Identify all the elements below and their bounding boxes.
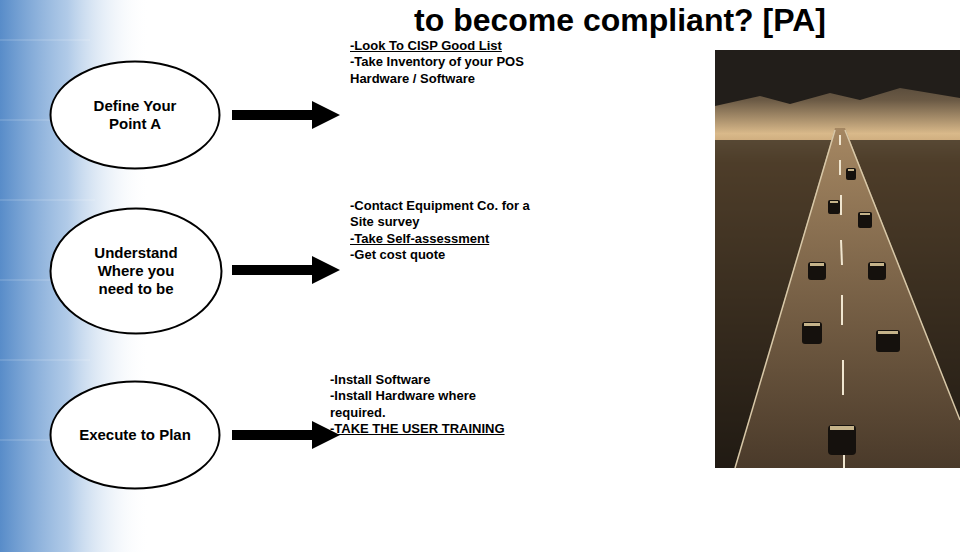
- node-label: Understand Where you need to be: [79, 244, 194, 298]
- node-text-group: Understand Where you need to be: [79, 244, 194, 298]
- bullet-list: -Look To CISP Good List-Take Inventory o…: [350, 38, 530, 87]
- ellipse-shape: [51, 382, 220, 489]
- node-label: Execute to Plan: [78, 426, 192, 444]
- bullet-item: -Contact Equipment Co. for a Site survey: [350, 198, 530, 231]
- node-text-group: Define Your Point A: [78, 97, 192, 133]
- arrows: [232, 101, 340, 449]
- node-label: Define Your Point A: [78, 97, 192, 133]
- ellipse-shape: [51, 209, 222, 334]
- bullet-item: -Take Self-assessment: [350, 231, 530, 247]
- road-photo: [715, 50, 960, 468]
- bullet-item: -Look To CISP Good List: [350, 38, 530, 54]
- ellipse-shape: [51, 62, 220, 169]
- bullet-item: -Install Software: [330, 372, 535, 388]
- ellipse-node: Understand Where you need to be: [49, 207, 223, 335]
- arrow: [232, 256, 340, 284]
- arrow: [232, 421, 340, 449]
- ellipse-node: Execute to Plan: [49, 380, 221, 490]
- diagram-title: to become compliant? [PA]: [414, 2, 826, 39]
- bullet-item: -Get cost quote: [350, 247, 530, 263]
- ellipse-node: Define Your Point A: [49, 60, 221, 170]
- bullet-list: -Contact Equipment Co. for a Site survey…: [350, 198, 530, 263]
- bullet-item: -TAKE THE USER TRAINING: [330, 421, 535, 437]
- bullet-item: -Install Hardware where required.: [330, 388, 535, 421]
- node-text-group: Execute to Plan: [78, 426, 192, 444]
- bullet-item: -Take Inventory of your POS Hardware / S…: [350, 54, 530, 87]
- bullet-list: -Install Software-Install Hardware where…: [330, 372, 535, 437]
- arrow: [232, 101, 340, 129]
